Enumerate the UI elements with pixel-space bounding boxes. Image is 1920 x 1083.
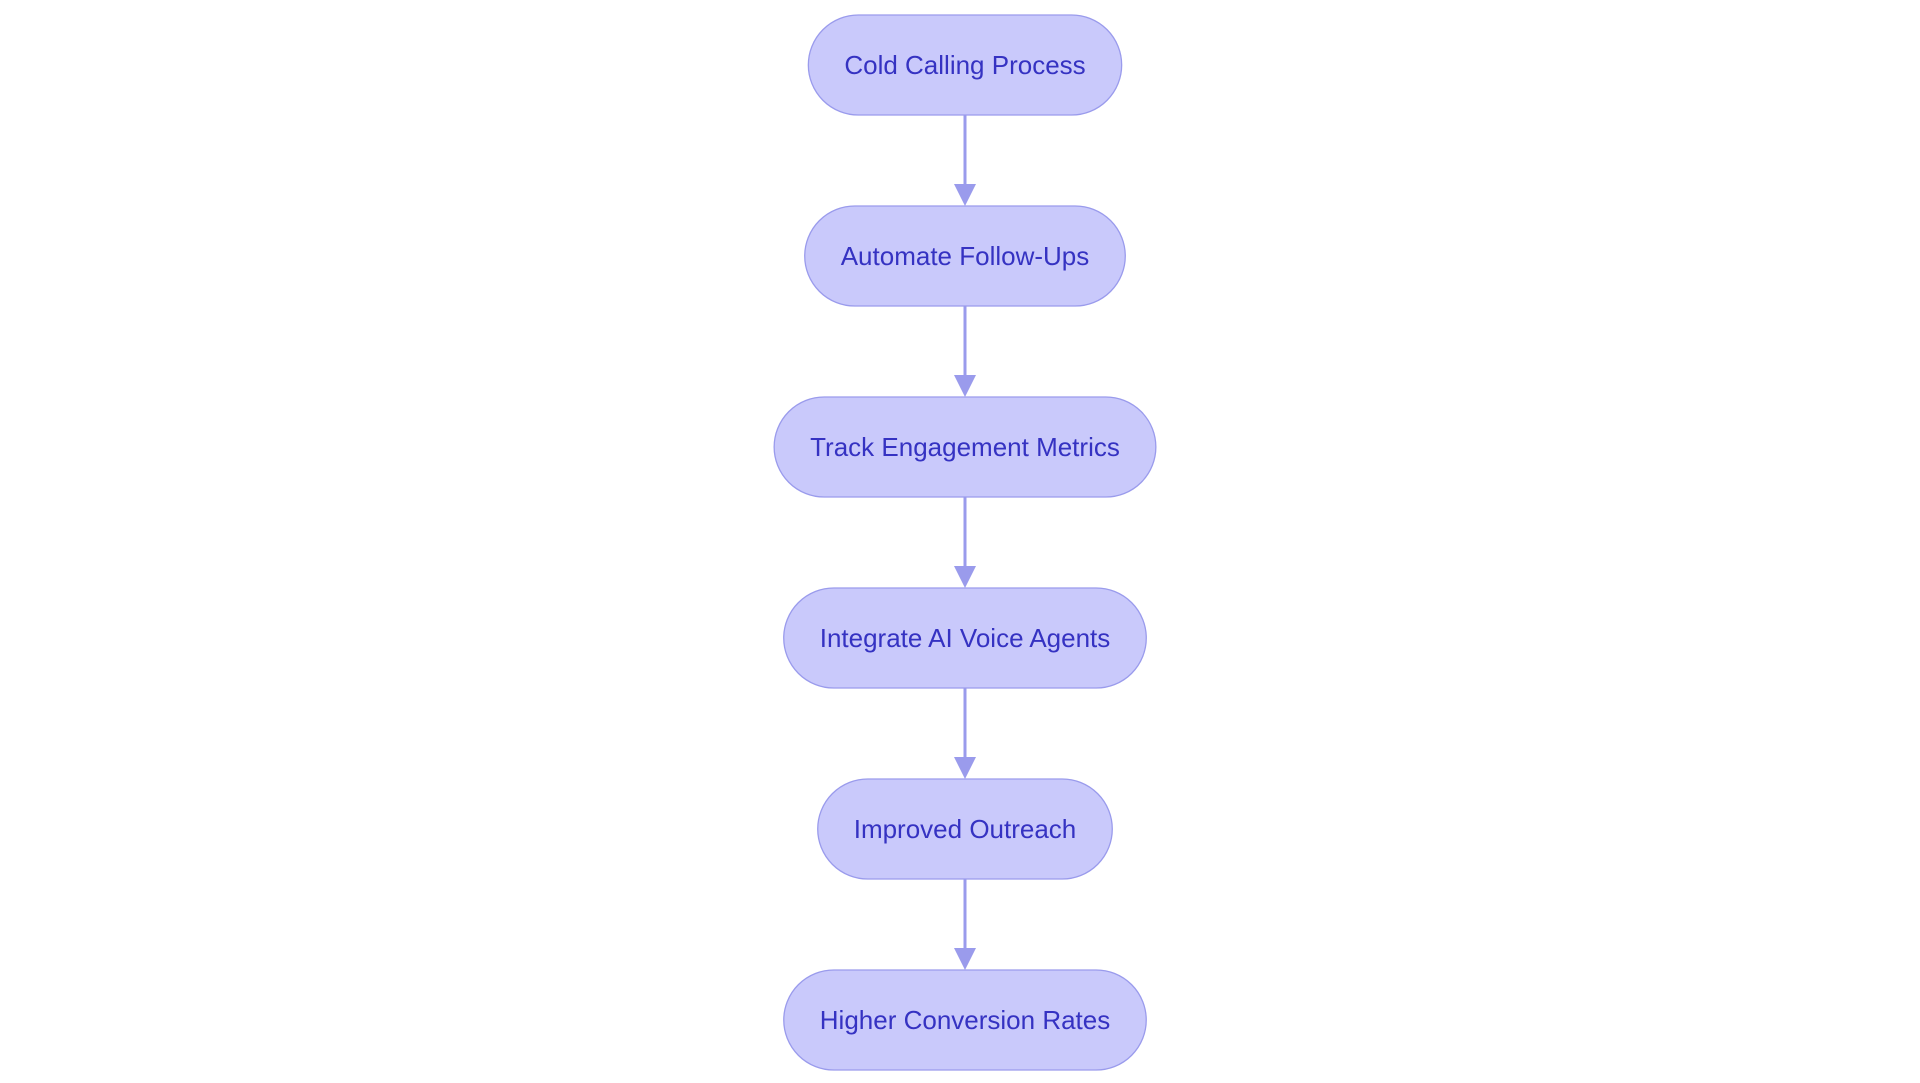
node-shape	[804, 205, 1126, 307]
node-shape	[783, 587, 1147, 689]
edge-arrow	[954, 306, 976, 397]
node-label: Cold Calling Process	[844, 50, 1085, 80]
node-cold-calling-process: Cold Calling Process	[807, 14, 1123, 116]
node-shape	[783, 969, 1147, 1071]
edge-arrow	[954, 497, 976, 588]
arrowhead-icon	[954, 948, 976, 970]
arrowhead-icon	[954, 375, 976, 397]
node-label: Higher Conversion Rates	[820, 1005, 1110, 1035]
edge-arrow	[954, 115, 976, 206]
node-track-engagement-metrics: Track Engagement Metrics	[773, 396, 1157, 498]
node-label: Improved Outreach	[854, 814, 1077, 844]
node-shape	[807, 14, 1123, 116]
arrowhead-icon	[954, 566, 976, 588]
edge-arrow	[954, 688, 976, 779]
node-integrate-ai-voice-agents: Integrate AI Voice Agents	[783, 587, 1147, 689]
node-shape	[817, 778, 1113, 880]
node-higher-conversion-rates: Higher Conversion Rates	[783, 969, 1147, 1071]
node-improved-outreach: Improved Outreach	[817, 778, 1113, 880]
edges-layer	[954, 115, 976, 970]
node-label: Automate Follow-Ups	[841, 241, 1090, 271]
node-automate-follow-ups: Automate Follow-Ups	[804, 205, 1126, 307]
node-shape	[773, 396, 1157, 498]
node-label: Integrate AI Voice Agents	[820, 623, 1111, 653]
arrowhead-icon	[954, 184, 976, 206]
edge-arrow	[954, 879, 976, 970]
node-label: Track Engagement Metrics	[810, 432, 1120, 462]
arrowhead-icon	[954, 757, 976, 779]
